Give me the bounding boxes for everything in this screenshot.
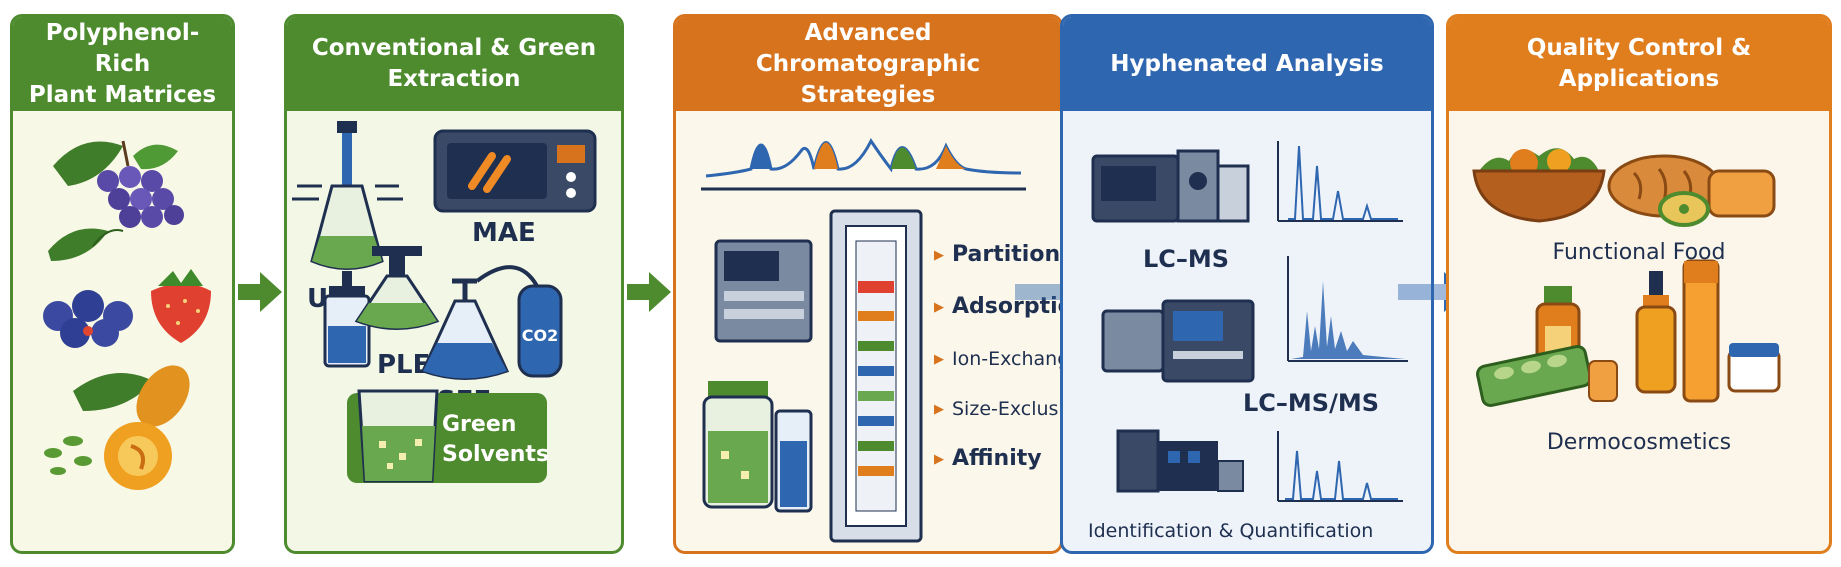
plant-illustration-svg <box>43 140 211 490</box>
panel-title-plant-matrices: Polyphenol-Rich Plant Matrices <box>13 17 232 111</box>
plant-illustrations <box>13 111 232 551</box>
mode-partition: Partition <box>952 242 1060 267</box>
panel-title-applications: Quality Control & Applications <box>1449 17 1829 111</box>
mode-affinity: Affinity <box>952 446 1042 471</box>
solvent-bottles-icon <box>702 381 813 513</box>
mode-adsorption: Adsorption <box>952 294 1060 319</box>
flow-arrow-1 <box>238 272 282 312</box>
method-label-ple: PLE <box>377 350 430 380</box>
green-solvents-line-1: Green <box>442 412 516 437</box>
svg-text:▶: ▶ <box>934 352 944 367</box>
lc-ms-ms-spectrum-icon <box>1287 256 1408 362</box>
salad-bowl-icon <box>1472 148 1606 223</box>
panel-title-chromatography: Advanced Chromatographic Strategies <box>676 17 1060 111</box>
lc-ms-instrument-icon <box>1091 149 1250 223</box>
extraction-methods: UAE MAE <box>287 111 621 551</box>
panel-plant-matrices: Polyphenol-Rich Plant Matrices <box>10 14 235 554</box>
extraction-illustration-svg: UAE MAE <box>292 121 597 483</box>
flow-arrow-2 <box>627 272 671 312</box>
bread-icon <box>1607 154 1776 227</box>
hplc-instrument-icon <box>714 209 923 543</box>
blueberries-icon <box>43 290 133 348</box>
ms-spectrum-icon <box>1277 431 1403 502</box>
method-label-mae: MAE <box>472 218 536 248</box>
cacao-pod-icon <box>44 365 190 490</box>
green-solvent-beaker-icon <box>347 389 547 483</box>
panel-applications: Quality Control & Applications Functiona… <box>1446 14 1832 554</box>
panel-title-hyphenated: Hyphenated Analysis <box>1063 17 1431 111</box>
cosmetics-icon <box>1476 259 1781 408</box>
svg-text:▶: ▶ <box>934 248 944 263</box>
mode-size-exclusion: Size-Exclusion <box>952 398 1060 420</box>
chromatography-content: ▶ Partition ▶ Adsorption ▶ Ion-Exchange … <box>676 111 1060 551</box>
identification-quantification-label: Identification & Quantification <box>1088 520 1373 542</box>
grapes-icon <box>53 140 184 228</box>
lc-ms-ms-instrument-icon <box>1101 299 1255 383</box>
leaf-icon <box>48 228 124 261</box>
hyphenated-illustration-svg: LC–MS LC–MS/MS <box>1088 141 1408 542</box>
ultrasound-flask-icon <box>292 121 403 270</box>
panel-title-extraction: Conventional & Green Extraction <box>287 17 621 111</box>
applications-content: Functional Food Dermocosmetics <box>1449 111 1829 551</box>
separation-modes-list: ▶ Partition ▶ Adsorption ▶ Ion-Exchange … <box>934 242 1060 471</box>
strawberry-icon <box>151 269 211 343</box>
green-solvents-line-2: Solvents <box>442 442 549 467</box>
chromatogram-icon <box>701 138 1026 191</box>
svg-text:▶: ▶ <box>934 452 944 467</box>
application-dermocosmetics: Dermocosmetics <box>1547 430 1731 455</box>
technique-lc-ms: LC–MS <box>1143 245 1229 273</box>
mode-ion-exchange: Ion-Exchange <box>952 348 1060 370</box>
applications-illustration-svg: Functional Food Dermocosmetics <box>1472 148 1781 455</box>
lc-ms-spectrum-icon <box>1277 141 1403 222</box>
green-solvents-label: Green Solvents <box>442 412 549 467</box>
microwave-icon <box>433 129 597 213</box>
panel-extraction: Conventional & Green Extraction UAE <box>284 14 624 554</box>
co2-tank-icon: CO2 <box>517 284 563 378</box>
sfe-flask-icon <box>420 265 539 380</box>
panel-chromatography: Advanced Chromatographic Strategies <box>673 14 1063 554</box>
panel-hyphenated-analysis: Hyphenated Analysis LC–MS <box>1060 14 1434 554</box>
hyphenated-content: LC–MS LC–MS/MS <box>1063 111 1431 551</box>
technique-lc-ms-ms: LC–MS/MS <box>1243 389 1379 417</box>
pressurized-vessel-icon <box>323 271 371 368</box>
svg-text:▶: ▶ <box>934 300 944 315</box>
svg-text:▶: ▶ <box>934 402 944 417</box>
co2-label: CO2 <box>522 326 558 345</box>
chromatography-illustration-svg: ▶ Partition ▶ Adsorption ▶ Ion-Exchange … <box>701 138 1060 543</box>
hplc-ms-instrument-icon <box>1116 429 1244 493</box>
ple-flask-icon <box>354 246 440 330</box>
